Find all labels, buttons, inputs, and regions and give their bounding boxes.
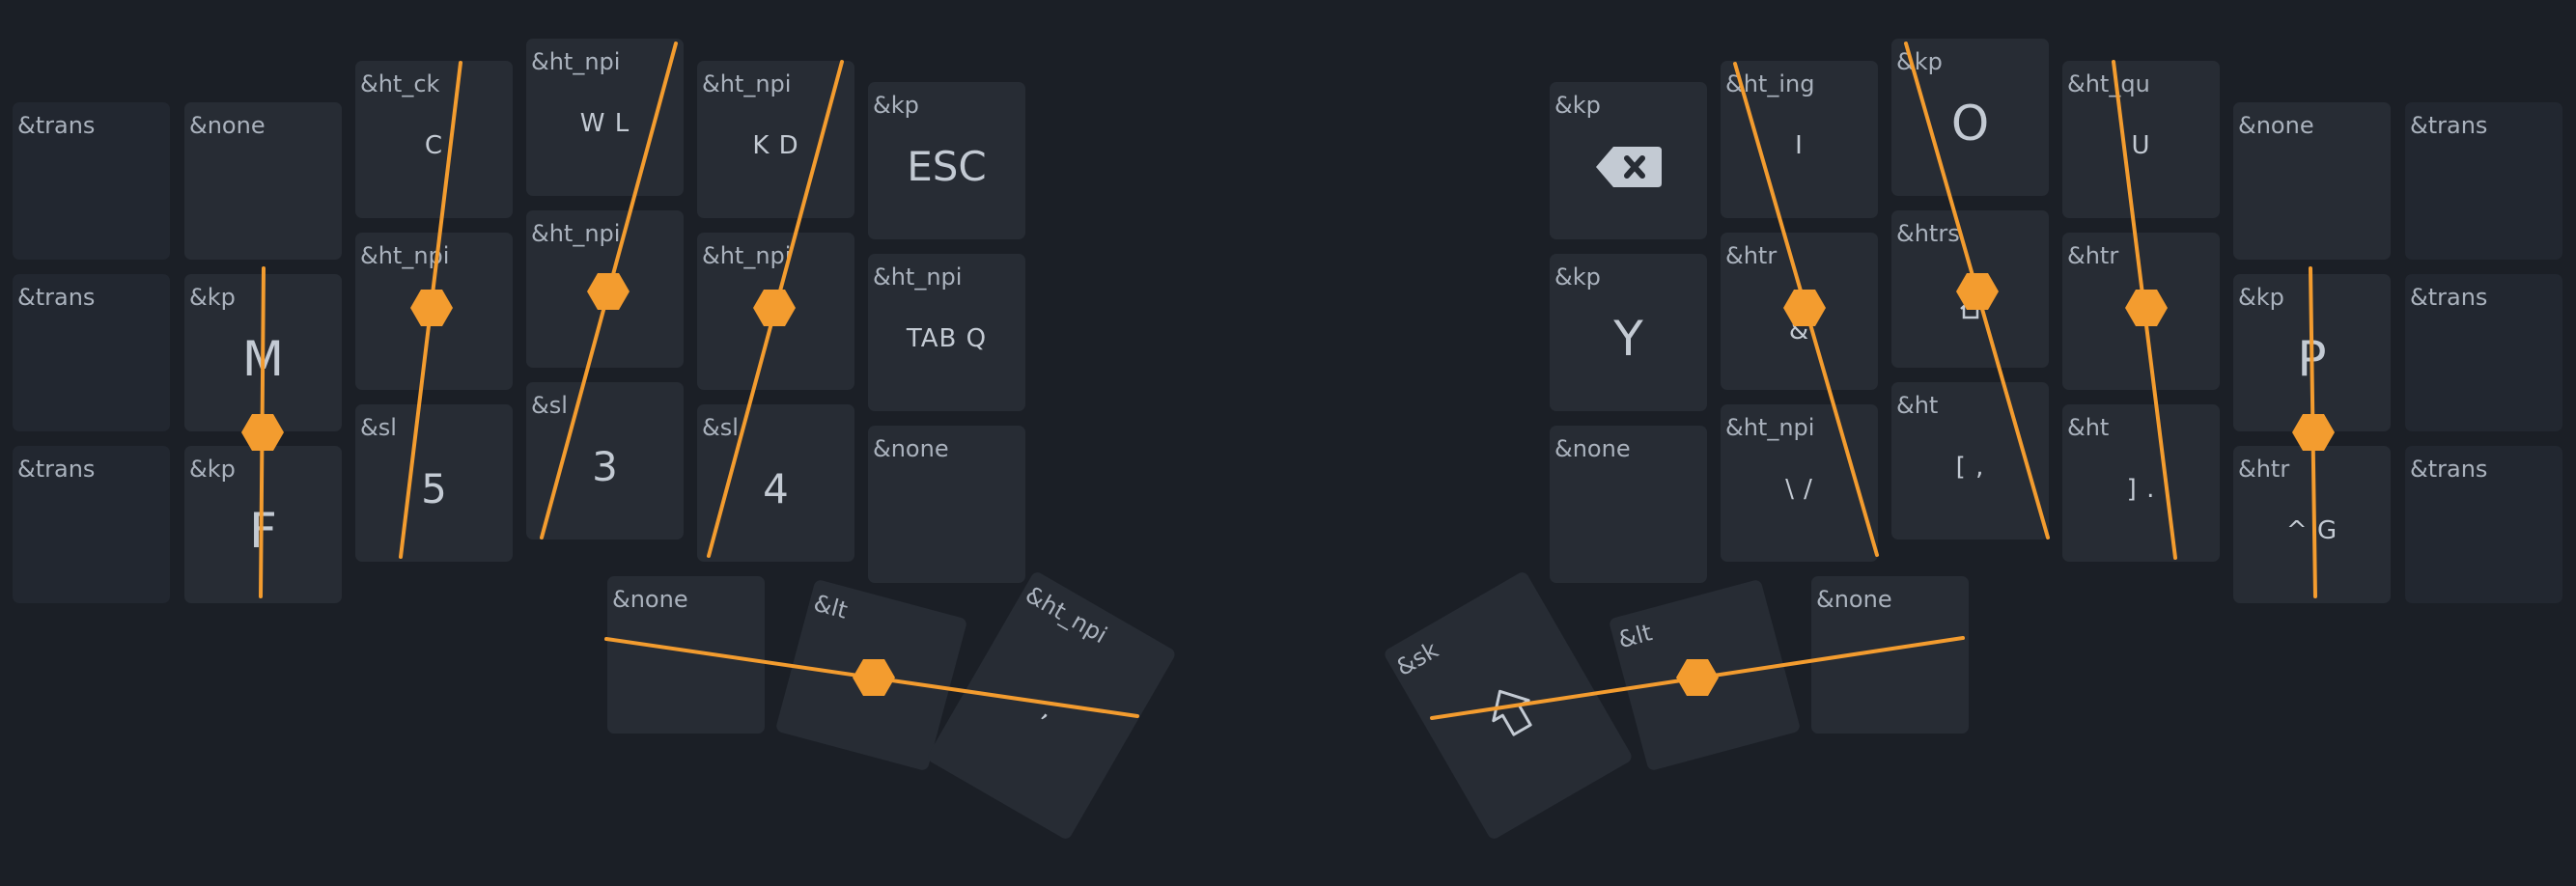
key-binding: &htr — [2238, 456, 2290, 483]
key-binding: &none — [2238, 112, 2314, 139]
key-tap: O — [1950, 95, 1990, 152]
key-left-r1c0: &trans — [13, 274, 170, 431]
key-right-r2c1: &ht_npi \ / — [1721, 404, 1878, 562]
key-tap: C — [424, 130, 444, 160]
combo-marker — [1956, 273, 1999, 310]
key-left-r2c4: &sl 4 — [697, 404, 854, 562]
combo-marker — [241, 414, 284, 451]
key-tap: Y — [1613, 310, 1643, 367]
key-binding: &none — [189, 112, 266, 139]
backspace-icon — [1550, 82, 1707, 239]
key-binding: &trans — [17, 456, 96, 483]
key-tap: W L — [579, 108, 630, 138]
key-right-r2c0: &none — [1550, 426, 1707, 583]
key-binding: &ht — [2067, 414, 2110, 441]
key-left-r0c4: &ht_npi K D — [697, 61, 854, 218]
key-binding: &ht_npi — [873, 263, 963, 291]
key-right-r2c5: &trans — [2405, 446, 2562, 603]
key-binding: &none — [1554, 435, 1631, 462]
key-left-r2c5: &none — [868, 426, 1025, 583]
key-left-thumb-0: &none — [607, 576, 765, 734]
key-tap: 4 — [763, 465, 789, 512]
key-left-r2c0: &trans — [13, 446, 170, 603]
key-left-r2c2: &sl 5 — [355, 404, 513, 562]
combo-marker — [753, 290, 796, 326]
key-binding: &none — [1816, 586, 1892, 613]
key-right-r2c2: &ht [ , — [1891, 382, 2049, 540]
key-binding: &kp — [873, 92, 919, 119]
key-binding: &none — [873, 435, 949, 462]
key-right-r0c0: &kp — [1550, 82, 1707, 239]
key-right-r0c5: &trans — [2405, 102, 2562, 260]
key-binding: &ht_npi — [702, 70, 792, 97]
key-left-r0c0: &trans — [13, 102, 170, 260]
key-binding: &kp — [1896, 48, 1943, 75]
key-binding: &trans — [17, 112, 96, 139]
key-binding: &kp — [189, 284, 236, 311]
key-binding: &none — [612, 586, 688, 613]
key-binding: &ht_npi — [531, 220, 621, 247]
key-left-r0c3: &ht_npi W L — [526, 39, 684, 196]
key-tap: I — [1795, 130, 1804, 160]
key-binding: &kp — [1554, 263, 1601, 291]
key-binding: &trans — [2410, 456, 2488, 483]
key-binding: &kp — [189, 456, 236, 483]
key-binding: &htr — [1725, 242, 1778, 269]
key-right-r1c5: &trans — [2405, 274, 2562, 431]
key-binding: &sl — [360, 414, 397, 441]
key-binding: &sl — [702, 414, 739, 441]
key-binding: &ht_npi — [531, 48, 621, 75]
key-tap: [ , — [1955, 452, 1985, 482]
key-binding: &kp — [1554, 92, 1601, 119]
key-tap: K D — [752, 130, 799, 160]
shift-icon — [1383, 570, 1634, 842]
combo-marker — [1676, 659, 1719, 696]
combo-marker — [587, 273, 630, 310]
key-binding: &htr — [2067, 242, 2119, 269]
key-right-r0c4: &none — [2233, 102, 2391, 260]
key-tap: U — [2131, 130, 2151, 160]
key-binding: &trans — [17, 284, 96, 311]
key-binding: &ht — [1896, 392, 1939, 419]
key-tap: \ / — [1785, 474, 1813, 504]
key-binding: &ht_qu — [2067, 70, 2150, 97]
key-tap: ^ G — [2285, 515, 2338, 545]
key-left-r2c3: &sl 3 — [526, 382, 684, 540]
key-tap: TAB Q — [906, 323, 988, 353]
key-binding: &ht_npi — [702, 242, 792, 269]
key-right-r2c3: &ht ] . — [2062, 404, 2220, 562]
key-tap: 5 — [421, 465, 447, 512]
combo-marker — [2292, 414, 2335, 451]
combo-marker — [853, 659, 895, 696]
key-binding: &trans — [2410, 284, 2488, 311]
key-tap: ] . — [2126, 474, 2156, 504]
key-right-thumb-0: &sk — [1382, 569, 1635, 842]
key-tap: ESC — [907, 143, 987, 190]
key-binding: &ht_ck — [360, 70, 440, 97]
key-left-r0c1: &none — [184, 102, 342, 260]
key-tap: 3 — [592, 443, 618, 490]
combo-marker — [410, 290, 453, 326]
combo-marker — [2125, 290, 2168, 326]
key-binding: &kp — [2238, 284, 2284, 311]
key-right-thumb-2: &none — [1811, 576, 1969, 734]
key-binding: &htrs — [1896, 220, 1960, 247]
key-binding: &ht_npi — [1725, 414, 1815, 441]
key-binding: &trans — [2410, 112, 2488, 139]
combo-marker — [1783, 290, 1826, 326]
key-binding: &sl — [531, 392, 568, 419]
